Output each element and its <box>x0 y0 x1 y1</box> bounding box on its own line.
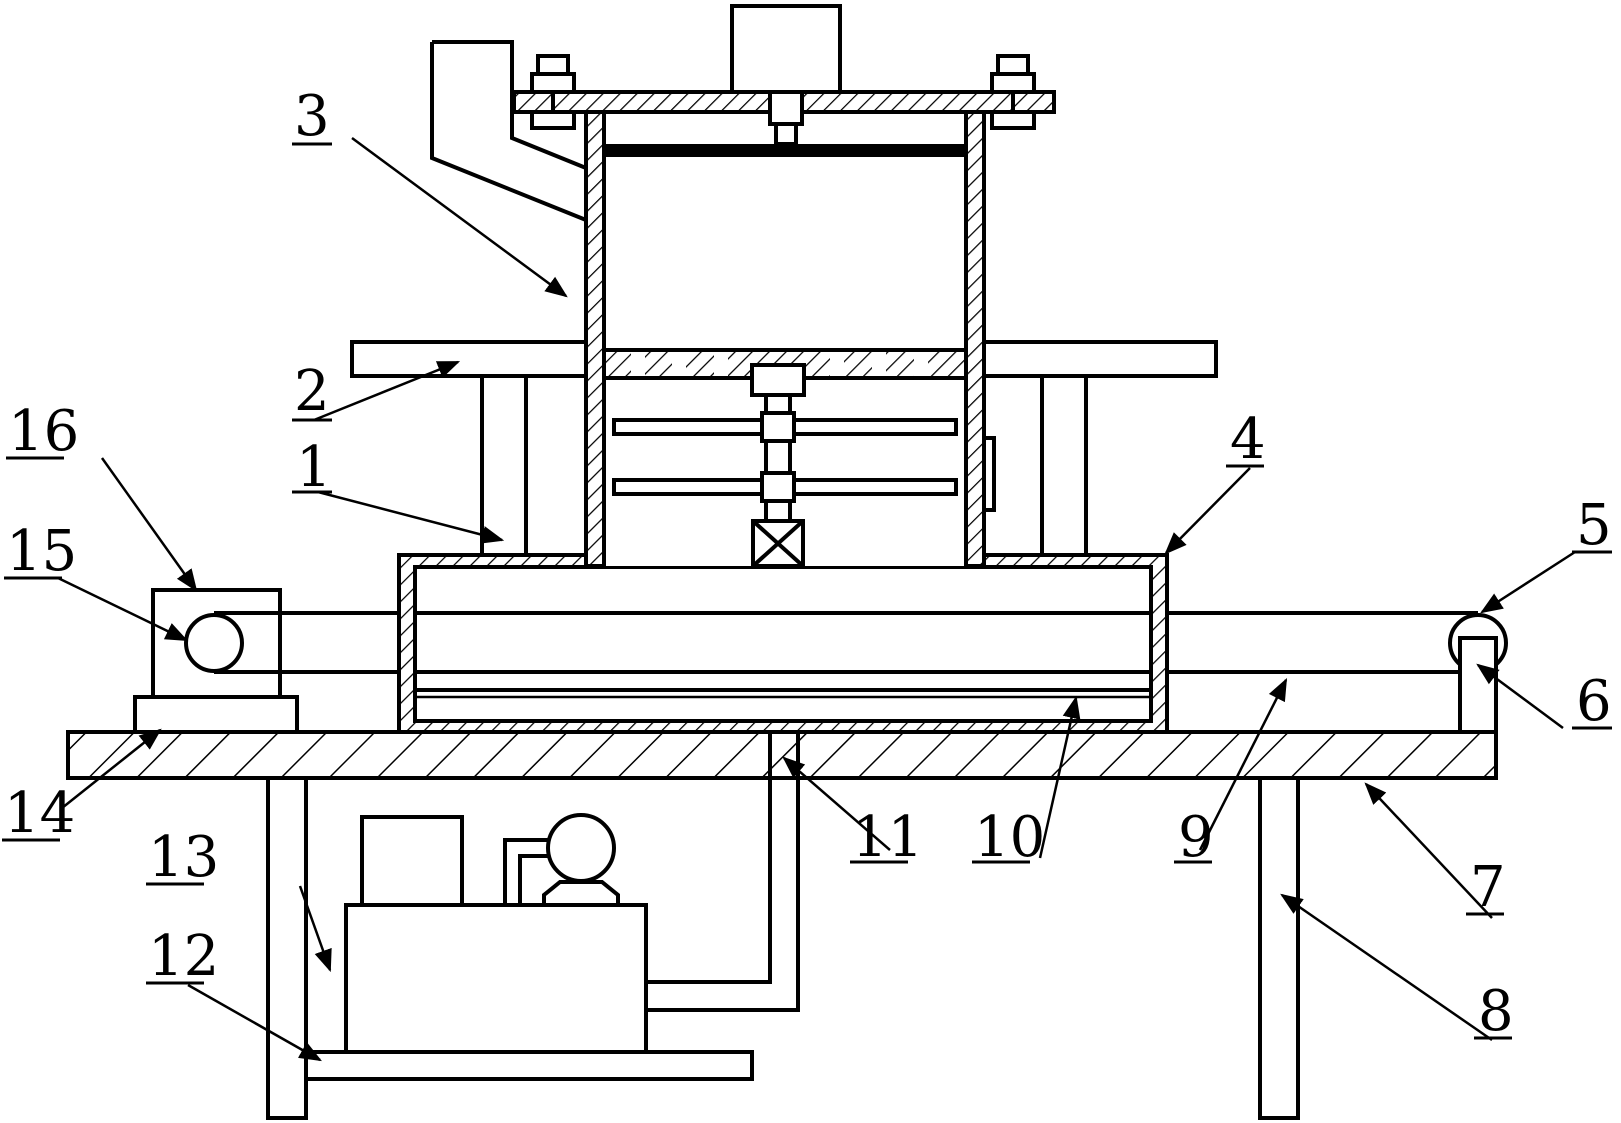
label-5: 5 <box>1572 493 1612 558</box>
svg-text:3: 3 <box>294 84 330 149</box>
right-roller <box>1448 613 1508 734</box>
bolt-right <box>990 54 1036 130</box>
svg-text:14: 14 <box>4 781 75 846</box>
pump-unit <box>304 813 754 1081</box>
label-3: 3 <box>292 84 332 149</box>
side-supports <box>350 340 1218 557</box>
label-13: 13 <box>146 825 219 890</box>
svg-text:7: 7 <box>1470 855 1506 920</box>
svg-text:10: 10 <box>974 805 1045 870</box>
label-2: 2 <box>292 359 332 424</box>
label-14: 14 <box>2 781 75 846</box>
svg-text:11: 11 <box>852 805 923 870</box>
motor-base <box>133 695 299 734</box>
svg-text:1: 1 <box>296 435 332 500</box>
label-6: 6 <box>1572 669 1612 734</box>
label-9: 9 <box>1174 805 1214 870</box>
svg-text:8: 8 <box>1478 979 1514 1044</box>
pipe-11 <box>646 722 800 1012</box>
svg-text:12: 12 <box>148 924 219 989</box>
motor-box <box>151 588 282 699</box>
svg-text:9: 9 <box>1178 805 1214 870</box>
belt-through-box <box>415 611 1151 674</box>
svg-text:6: 6 <box>1576 669 1612 734</box>
svg-text:5: 5 <box>1576 493 1612 558</box>
hopper <box>430 40 587 222</box>
label-1: 1 <box>292 435 332 500</box>
table-legs <box>266 776 1300 1120</box>
svg-text:4: 4 <box>1230 407 1266 472</box>
label-7: 7 <box>1466 855 1506 920</box>
label-12: 12 <box>146 924 219 989</box>
collection-box <box>397 553 1169 734</box>
base-plate <box>66 730 1498 780</box>
label-11: 11 <box>850 805 923 870</box>
piston-rod <box>768 90 804 146</box>
main-cylinder <box>584 102 996 568</box>
top-motor <box>730 4 842 94</box>
label-15: 15 <box>4 519 77 584</box>
svg-text:2: 2 <box>294 359 330 424</box>
svg-text:13: 13 <box>148 825 219 890</box>
svg-text:16: 16 <box>8 399 79 464</box>
label-10: 10 <box>972 805 1045 870</box>
bolt-left <box>530 54 576 130</box>
leader-lines <box>57 136 1576 1062</box>
label-4: 4 <box>1226 407 1266 472</box>
label-8: 8 <box>1474 979 1514 1044</box>
svg-text:15: 15 <box>6 519 77 584</box>
label-16: 16 <box>6 399 79 464</box>
